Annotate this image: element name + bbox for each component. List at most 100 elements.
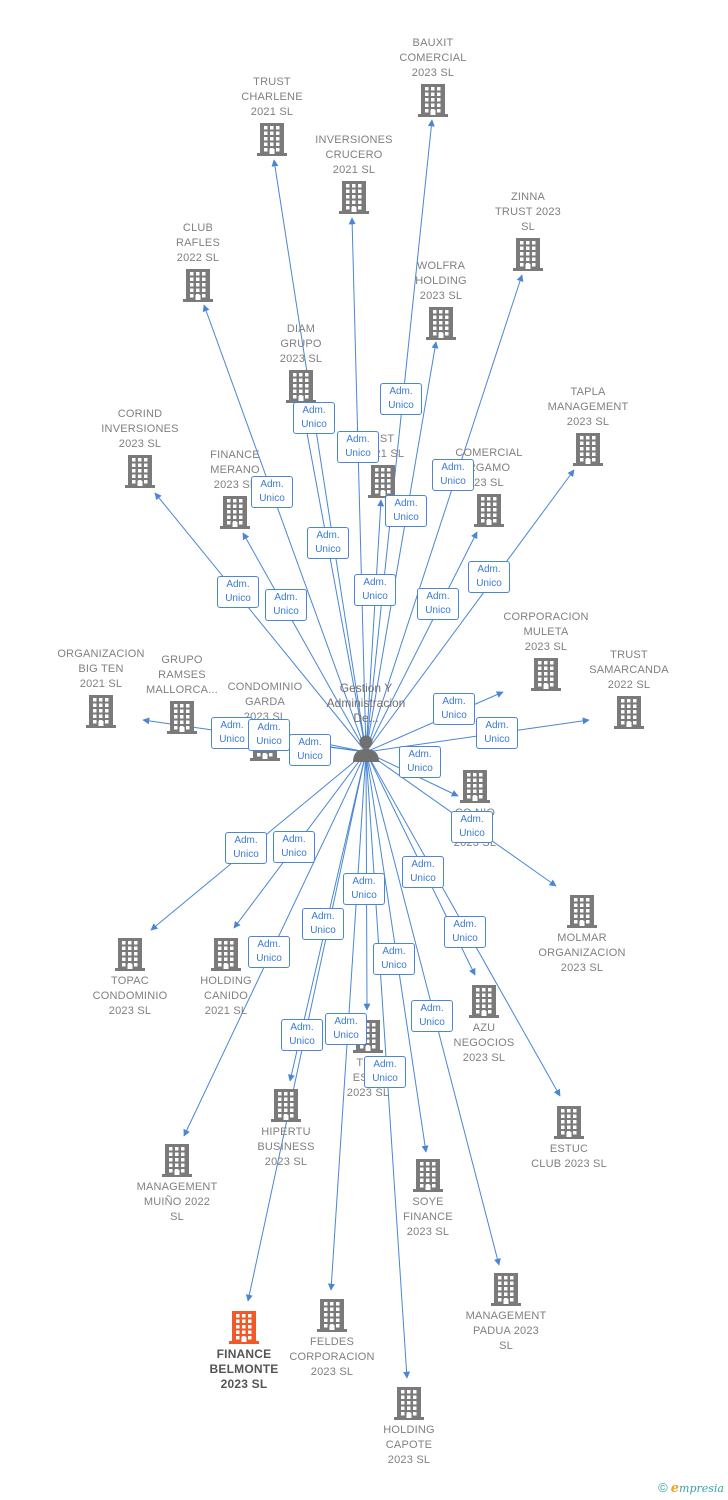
role-badge-line: Unico xyxy=(476,578,502,589)
company-name-line: TAPLA xyxy=(570,386,606,398)
role-badge-line: Adm. xyxy=(274,592,298,603)
company-name-line: CONDOMINIO xyxy=(227,681,303,693)
role-badge-line: Adm. xyxy=(220,720,244,731)
role-badge-condominio-maestranza[interactable]: Adm.Unico xyxy=(399,746,441,778)
role-badge-trust-charlene[interactable]: Adm.Unico xyxy=(293,402,335,434)
role-badge-trust-samarcanda[interactable]: Adm.Unico xyxy=(476,717,518,749)
role-badge-inversiones-crucero[interactable]: Adm.Unico xyxy=(337,431,379,463)
company-name-line: MULETA xyxy=(523,626,569,638)
role-badge-corporacion-muleta[interactable]: Adm.Unico xyxy=(433,693,475,725)
role-badge-molmar[interactable]: Adm.Unico xyxy=(451,811,493,843)
building-icon xyxy=(115,938,145,971)
role-badge-azu[interactable]: Adm.Unico xyxy=(402,856,444,888)
company-name-line: GRUPO xyxy=(161,654,203,666)
company-name-line: 2023 SL xyxy=(566,416,610,428)
edge-comercial-orgamo xyxy=(365,531,478,753)
company-name-line: CAPOTE xyxy=(385,1439,433,1451)
role-badge-club-rafles[interactable]: Adm.Unico xyxy=(251,476,293,508)
role-badge-holding-canido[interactable]: Adm.Unico xyxy=(273,831,315,863)
company-name-line: NEGOCIOS xyxy=(453,1037,515,1049)
role-badge-bauxit[interactable]: Adm.Unico xyxy=(380,383,422,415)
role-badge-trust-2021[interactable]: Adm.Unico xyxy=(354,574,396,606)
role-badge-grupo-ramses[interactable]: Adm.Unico xyxy=(248,719,290,751)
role-badge-line: Unico xyxy=(484,734,510,745)
role-badge-topac[interactable]: Adm.Unico xyxy=(225,832,267,864)
company-name-line: COMERCIAL xyxy=(455,447,523,459)
role-badge-management-muino[interactable]: Adm.Unico xyxy=(302,908,344,940)
role-badge-line: Unico xyxy=(441,710,467,721)
company-name-line: 2023 SL xyxy=(462,1052,506,1064)
role-badge-organizacion-big-ten[interactable]: Adm.Unico xyxy=(211,717,253,749)
role-badge-estuc[interactable]: Adm.Unico xyxy=(444,916,486,948)
role-badge-line: Unico xyxy=(425,605,451,616)
role-badge-line: Unico xyxy=(419,1017,445,1028)
role-badge-trust-estoril[interactable]: Adm.Unico xyxy=(343,873,385,905)
company-name-line: SL xyxy=(521,221,535,233)
company-name-line: 2021 SL xyxy=(204,1005,248,1017)
role-badge-diam[interactable]: Adm.Unico xyxy=(307,527,349,559)
role-badge-line: Adm. xyxy=(460,814,484,825)
role-badge-line: Unico xyxy=(452,933,478,944)
role-badge-zinna[interactable]: Adm.Unico xyxy=(432,459,474,491)
company-name-line: 2023 SL xyxy=(387,1454,431,1466)
role-badge-comercial-orgamo[interactable]: Adm.Unico xyxy=(417,588,459,620)
building-icon xyxy=(286,370,316,403)
role-badge-management-padua[interactable]: Adm.Unico xyxy=(411,1000,453,1032)
role-badge-finance-belmonte[interactable]: Adm.Unico xyxy=(281,1019,323,1051)
role-badge-corind[interactable]: Adm.Unico xyxy=(217,576,259,608)
role-badge-line: Adm. xyxy=(394,498,418,509)
empresia-logo[interactable]: empresia xyxy=(670,1481,724,1496)
role-badge-finance-merano[interactable]: Adm.Unico xyxy=(265,589,307,621)
building-icon xyxy=(125,455,155,488)
person-name-line: Administracion xyxy=(326,696,406,710)
building-icon xyxy=(469,985,499,1018)
role-badge-line: Adm. xyxy=(389,386,413,397)
role-badge-tapla[interactable]: Adm.Unico xyxy=(468,561,510,593)
role-badge-hipertu[interactable]: Adm.Unico xyxy=(248,936,290,968)
role-badge-feldes[interactable]: Adm.Unico xyxy=(325,1013,367,1045)
role-badge-soye[interactable]: Adm.Unico xyxy=(373,943,415,975)
company-name-line: 2021 SL xyxy=(79,678,123,690)
role-badge-holding-capote[interactable]: Adm.Unico xyxy=(364,1056,406,1088)
role-badge-condominio-garda[interactable]: Adm.Unico xyxy=(289,734,331,766)
company-name-line: FINANCE xyxy=(403,1211,453,1223)
company-name-line: MERANO xyxy=(210,464,260,476)
role-badge-line: Adm. xyxy=(298,737,322,748)
company-name-line: 23 SL xyxy=(474,477,504,489)
role-badge-wolfra[interactable]: Adm.Unico xyxy=(385,495,427,527)
role-badge-line: Unico xyxy=(310,925,336,936)
